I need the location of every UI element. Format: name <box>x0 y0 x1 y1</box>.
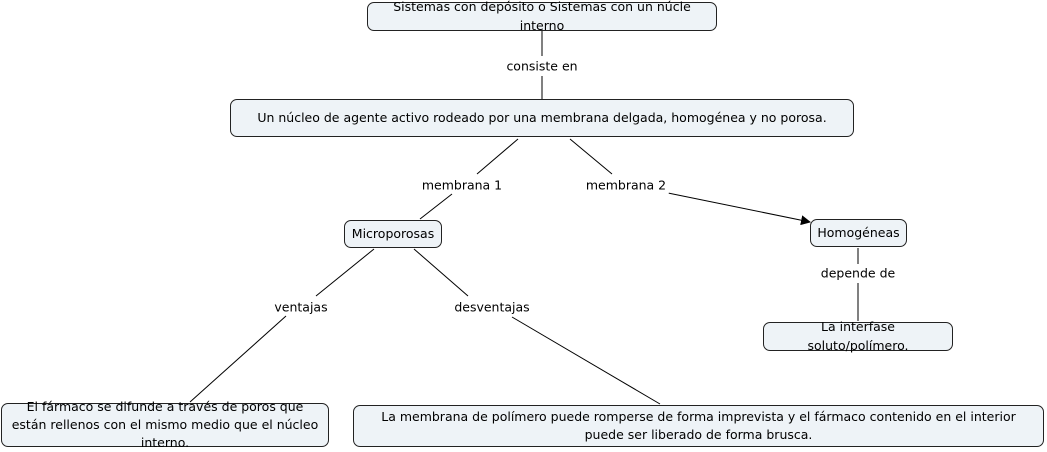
line-nucleo-to-membrana2 <box>569 138 613 175</box>
concept-farmaco[interactable]: El fármaco se difunde a través de poros … <box>1 399 329 450</box>
line-nucleo-to-membrana1 <box>476 138 519 175</box>
line-membrana1-to-microporosas <box>419 193 453 220</box>
concept-interfase[interactable]: La interfase soluto/polímero. <box>763 319 953 353</box>
concept-membrana-polimero[interactable]: La membrana de polímero puede romperse d… <box>353 405 1044 447</box>
link-label-membrana-2: membrana 2 <box>582 176 670 194</box>
concept-homogeneas[interactable]: Homogéneas <box>810 219 907 247</box>
link-label-membrana-1: membrana 1 <box>418 176 506 194</box>
line-desventajas-to-membrana <box>511 316 661 405</box>
line-microporosas-to-ventajas <box>315 248 375 297</box>
line-microporosas-to-desventajas <box>413 248 469 297</box>
link-label-desventajas: desventajas <box>451 298 533 316</box>
link-label-ventajas: ventajas <box>271 298 331 316</box>
concept-nucleo[interactable]: Un núcleo de agente activo rodeado por u… <box>230 99 854 137</box>
link-label-depende-de: depende de <box>817 264 899 282</box>
link-label-consiste-en: consiste en <box>503 57 581 75</box>
line-ventajas-to-farmaco <box>189 315 287 403</box>
concept-root[interactable]: Sistemas con depósito o Sistemas con un … <box>367 0 717 33</box>
line-membrana2-to-homogeneas <box>667 192 811 226</box>
concept-microporosas[interactable]: Microporosas <box>344 220 442 248</box>
